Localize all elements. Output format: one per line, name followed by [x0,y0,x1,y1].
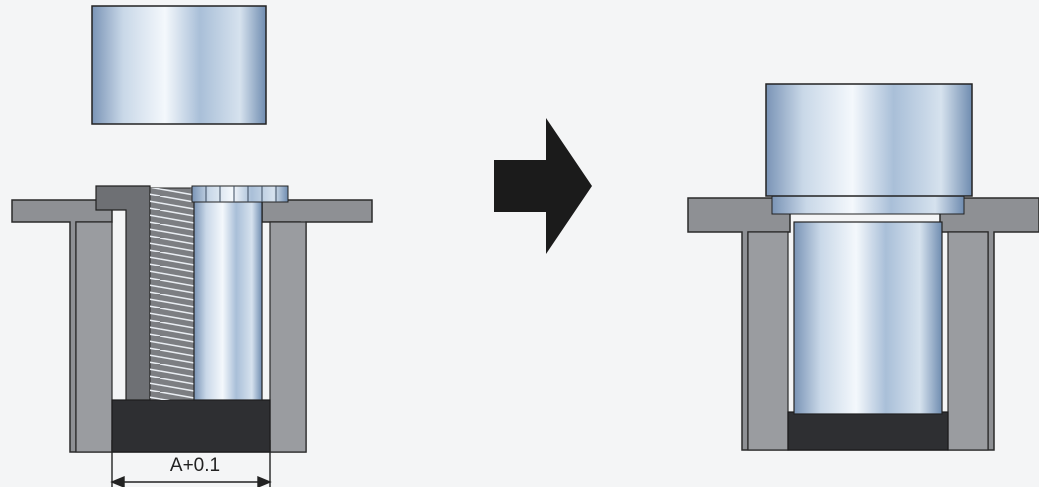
thread-lines [150,188,194,400]
process-arrow-icon [494,118,592,254]
before-assembly [11,5,373,487]
sleeve-wall-right-r [947,231,989,451]
knurl-lines [205,186,277,202]
stud-shaft-right [793,221,943,415]
after-assembly [687,83,1039,451]
press-block-right [765,83,973,197]
cavity-bottom-right [787,411,949,451]
knurled-collar [191,185,289,203]
sleeve-wall-right-l [747,231,789,451]
dimension-line [110,440,272,487]
stud-shaft-left [193,199,263,401]
dimension-label: A+0.1 [169,455,221,476]
collar-flush [771,195,965,215]
press-block-left [91,5,267,125]
sleeve-wall-right [269,221,307,453]
threaded-nut-body [95,185,151,401]
cavity-bottom-left [111,399,271,453]
sleeve-wall-left [75,221,113,453]
